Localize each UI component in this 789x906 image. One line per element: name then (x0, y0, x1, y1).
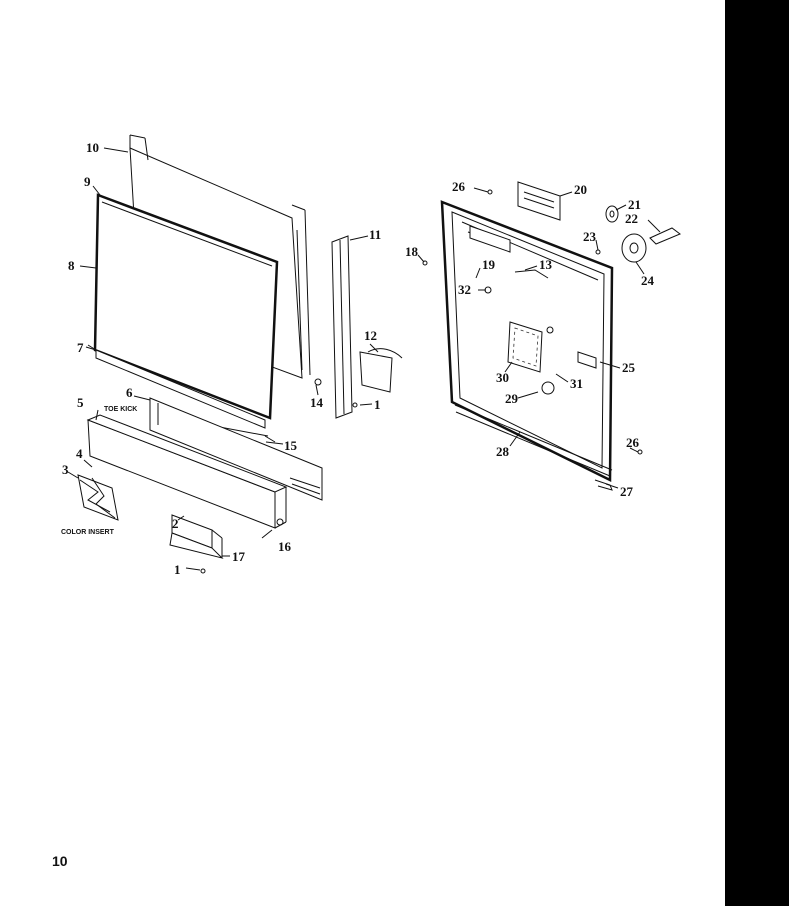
callout-25: 25 (622, 360, 636, 375)
callout-8: 8 (68, 258, 75, 273)
part-21-knob (605, 205, 619, 223)
callout-18: 18 (405, 244, 419, 259)
part-6-toe-kick-panel (149, 397, 323, 501)
callout-28: 28 (496, 444, 510, 459)
part-12-bracket (359, 348, 403, 393)
part-8-door-panel (93, 193, 279, 420)
callout-16: 16 (278, 539, 292, 554)
callout-11: 11 (369, 227, 381, 242)
callout-29: 29 (505, 391, 519, 406)
callout-17: 17 (232, 549, 246, 564)
page-number: 10 (52, 853, 68, 869)
callout-9: 9 (84, 174, 91, 189)
part-5-toe-kick-panel (86, 414, 288, 529)
callout-30: 30 (496, 370, 509, 385)
callout-6: 6 (126, 385, 133, 400)
callout-32: 32 (458, 282, 471, 297)
callout-13: 13 (539, 257, 553, 272)
callout-2: 2 (172, 516, 179, 531)
part-11-side-strip (331, 235, 353, 419)
part-3-color-insert (77, 474, 119, 521)
right-edge-bar (725, 0, 789, 906)
callout-4: 4 (76, 446, 83, 461)
inner-door-assembly (440, 200, 614, 491)
callout-7: 7 (77, 340, 84, 355)
callout-26-top: 26 (452, 179, 466, 194)
callout-26-bottom: 26 (626, 435, 640, 450)
part-20-latch (517, 181, 561, 221)
callout-19: 19 (482, 257, 496, 272)
callout-24: 24 (641, 273, 655, 288)
callout-1-lower: 1 (174, 562, 181, 577)
callout-labels: 10 9 8 7 14 11 12 1 6 TOE KICK 5 15 4 3 … (61, 140, 655, 577)
callout-10: 10 (86, 140, 99, 155)
callout-1-upper: 1 (374, 397, 381, 412)
callout-20: 20 (574, 182, 587, 197)
callout-27: 27 (620, 484, 634, 499)
callout-3: 3 (62, 462, 69, 477)
color-insert-note: COLOR INSERT (61, 529, 115, 536)
part-22-shaft (649, 227, 681, 245)
part-17-bracket (169, 514, 224, 559)
callout-23: 23 (583, 229, 597, 244)
fasteners (200, 189, 643, 574)
callout-5: 5 (77, 395, 84, 410)
toe-kick-note: TOE KICK (104, 406, 137, 413)
callout-31: 31 (570, 376, 583, 391)
callout-12: 12 (364, 328, 377, 343)
callout-21: 21 (628, 197, 641, 212)
callout-15: 15 (284, 438, 298, 453)
leader-lines (67, 147, 661, 571)
callout-22: 22 (625, 211, 638, 226)
callout-14: 14 (310, 395, 324, 410)
part-24-dial (621, 233, 647, 263)
